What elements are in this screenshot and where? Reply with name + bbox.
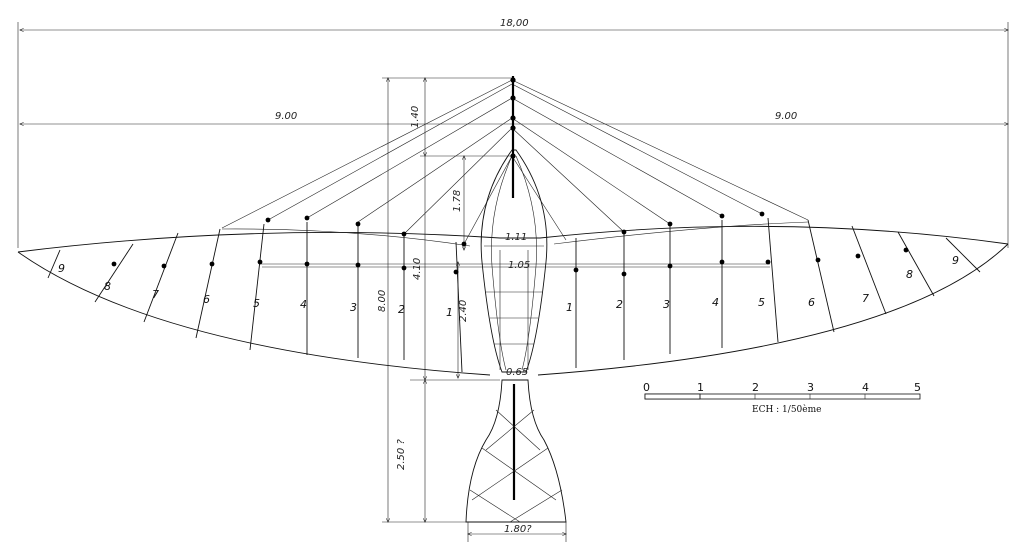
rib-number: 8 <box>906 268 913 281</box>
scale-tick: 3 <box>807 381 814 394</box>
scale-tick: 0 <box>643 381 650 394</box>
half-right-label: 9.00 <box>775 111 797 122</box>
wing-outline <box>17 221 1009 376</box>
mid-height-label: 4.10 <box>412 258 423 280</box>
scale-bar: 0 1 2 3 4 5 ECH : 1/50ème <box>643 381 921 415</box>
span-label: 18,00 <box>500 18 529 29</box>
tail: 1.80? <box>465 379 567 542</box>
scale-tick: 4 <box>862 381 869 394</box>
rib-number: 9 <box>952 254 959 267</box>
fitting-dots <box>111 211 909 277</box>
rib-number: 5 <box>758 296 765 309</box>
scale-tick: 1 <box>697 381 704 394</box>
rib-numbers-right: 1 2 3 4 5 6 7 8 9 <box>566 254 959 314</box>
rib-number: 5 <box>253 297 260 310</box>
waist-label: 0.65 <box>506 367 528 378</box>
rib-number: 6 <box>203 293 210 306</box>
rib-number: 3 <box>663 298 670 311</box>
rib-number: 7 <box>152 288 159 301</box>
fuselage: 1.11 1.05 0.65 <box>480 149 548 378</box>
tail-width-label: 1.80? <box>504 524 532 535</box>
center-small-label: 1.11 <box>505 232 527 243</box>
vertical-total-label: 8.00 <box>377 290 388 312</box>
rib-number: 7 <box>862 292 869 305</box>
rib-number: 2 <box>616 298 623 311</box>
strut-label: 1.78 <box>452 190 463 212</box>
rib-number: 9 <box>58 262 65 275</box>
rib-number: 6 <box>808 296 815 309</box>
ribs-left <box>47 222 463 373</box>
scale-tick: 2 <box>752 381 759 394</box>
body-height-label: 2.40 <box>458 300 469 322</box>
mast-top-label: 1.40 <box>410 106 421 128</box>
half-left-label: 9.00 <box>275 111 297 122</box>
rib-numbers-left: 9 8 7 6 5 4 3 2 1 <box>58 262 453 319</box>
rib-number: 8 <box>104 280 111 293</box>
vertical-dimensions: 1.40 8.00 1.78 4.10 2.40 2.50 ? <box>377 78 512 522</box>
span-dimension: 18,00 <box>17 18 1008 248</box>
scale-tick: 5 <box>914 381 921 394</box>
rib-number: 4 <box>712 296 719 309</box>
scale-caption: ECH : 1/50ème <box>752 404 821 415</box>
rib-number: 3 <box>350 301 357 314</box>
rib-number: 1 <box>446 306 453 319</box>
ribs-right <box>575 217 981 368</box>
mast <box>510 76 516 198</box>
rib-number: 2 <box>398 303 405 316</box>
half-span-dimensions: 9.00 9.00 <box>20 111 1008 124</box>
rib-number: 1 <box>566 301 573 314</box>
rigging-wires <box>221 79 809 245</box>
tail-length-label: 2.50 ? <box>396 439 407 470</box>
center-width-label: 1.05 <box>508 260 530 271</box>
rib-number: 4 <box>300 298 307 311</box>
